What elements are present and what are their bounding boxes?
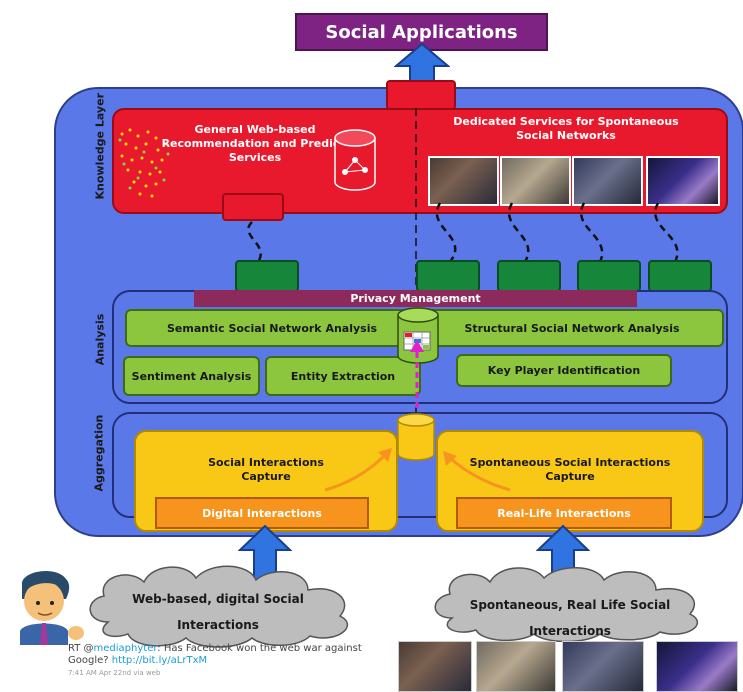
digital-cloud-label: Web-based, digital Social Interactions	[132, 592, 304, 632]
general-services-connector	[222, 193, 284, 221]
knowledge-database-icon	[334, 129, 376, 191]
privacy-management-bar: Privacy Management	[194, 290, 637, 307]
spontaneous-photo-3	[572, 156, 643, 206]
digital-cloud-shape	[89, 565, 349, 648]
reallife-cloud-label: Spontaneous, Real Life Social Interactio…	[469, 598, 671, 638]
tweet-text-1: : Has Facebook won the web war against	[157, 643, 362, 654]
green-connector-5	[648, 260, 712, 292]
dedicated-services-label: Dedicated Services for Spontaneous Socia…	[453, 115, 679, 142]
tweet-link[interactable]: http://bit.ly/aLrTxM	[111, 655, 208, 666]
analysis-database-icon	[397, 307, 439, 364]
entity-extraction-box: Entity Extraction	[265, 356, 421, 396]
magenta-flow-arrow-icon	[410, 340, 424, 408]
sentiment-analysis-box: Sentiment Analysis	[123, 356, 260, 396]
key-player-box: Key Player Identification	[456, 354, 672, 387]
network-graph-icon	[118, 128, 170, 198]
bottom-photo-2	[476, 641, 556, 692]
spontaneous-photo-1	[428, 156, 499, 206]
spontaneous-photo-4	[646, 156, 720, 206]
green-connector-1	[235, 260, 299, 292]
semantic-analysis-box: Semantic Social Network Analysis	[125, 309, 419, 347]
tweet-prefix: RT @	[68, 643, 94, 654]
tweet-block: RT @mediaphyter: Has Facebook won the we…	[68, 643, 368, 679]
user-avatar-icon	[12, 567, 88, 645]
bottom-photo-1	[398, 641, 472, 692]
tweet-handle-link[interactable]: mediaphyter	[93, 643, 158, 654]
bottom-photo-4	[656, 641, 738, 692]
bottom-photo-3	[562, 641, 644, 692]
tweet-meta: 7:41 AM Apr 22nd via web	[68, 669, 161, 677]
general-services-label: General Web-based Recommendation and Pre…	[161, 123, 349, 164]
structural-analysis-box: Structural Social Network Analysis	[420, 309, 724, 347]
spontaneous-photo-2	[500, 156, 571, 206]
tweet-text-2: Google?	[68, 655, 112, 666]
reallife-cloud-shape	[434, 567, 699, 642]
aggregation-database-icon	[397, 413, 435, 461]
digital-interactions-box: Digital Interactions	[155, 497, 369, 529]
green-connector-3	[497, 260, 561, 292]
